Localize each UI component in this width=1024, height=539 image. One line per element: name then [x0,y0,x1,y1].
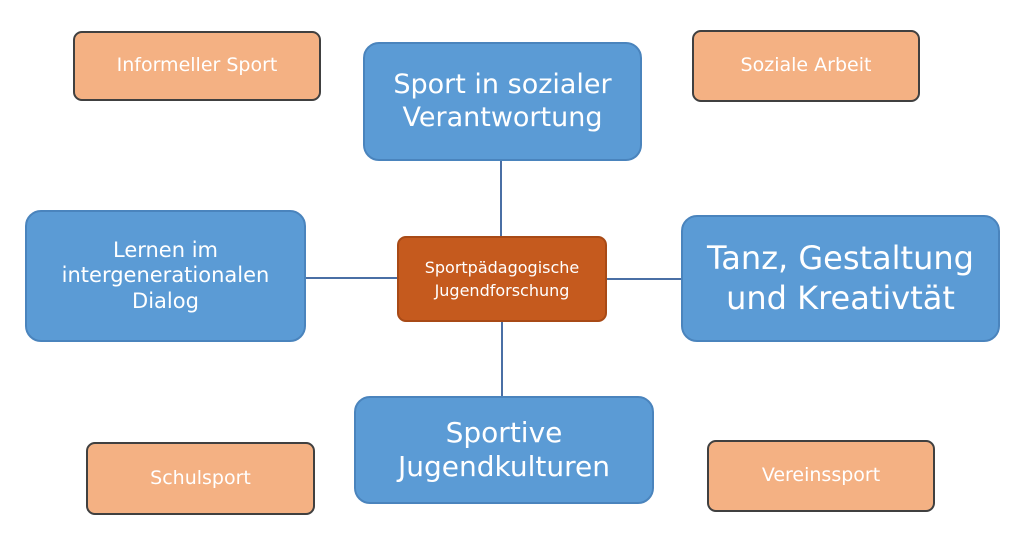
box-label-line2: intergenerationalen [61,263,270,288]
box-soziale-arbeit: Soziale Arbeit [692,30,920,102]
connector-top [500,160,502,236]
box-label-line1: Lernen im [112,237,219,262]
box-label-line2: Jugendkulturen [398,450,610,483]
box-label: Soziale Arbeit [740,54,872,77]
box-label: Vereinssport [761,464,881,487]
box-informeller-sport: Informeller Sport [73,31,321,101]
connector-bottom [501,321,503,397]
box-sportpaedagogische-jugendforschung: Sportpädagogische Jugendforschung [397,236,607,322]
box-lernen-im-intergenerationalen-dialog: Lernen im intergenerationalen Dialog [25,210,306,342]
box-label-line2: Verantwortung [402,101,603,133]
box-sport-in-sozialer-verantwortung: Sport in sozialer Verantwortung [363,42,642,161]
box-label: Informeller Sport [116,54,278,77]
box-label-line1: Sportpädagogische [424,257,580,277]
connector-right [606,278,682,280]
connector-left [305,277,398,279]
box-label-line3: Dialog [132,288,199,313]
box-schulsport: Schulsport [86,442,315,515]
box-label-line1: Sportive [445,415,563,449]
box-label-line1: Sport in sozialer [393,68,612,100]
box-tanz-gestaltung-und-kreativitaet: Tanz, Gestaltung und Kreativtät [681,215,1000,342]
box-label-line2: und Kreativtät [726,278,955,317]
box-label: Schulsport [150,466,251,489]
box-label-line1: Tanz, Gestaltung [707,239,974,278]
box-vereinssport: Vereinssport [707,440,935,512]
box-label-line2: Jugendforschung [434,281,570,300]
box-sportive-jugendkulturen: Sportive Jugendkulturen [354,396,654,504]
